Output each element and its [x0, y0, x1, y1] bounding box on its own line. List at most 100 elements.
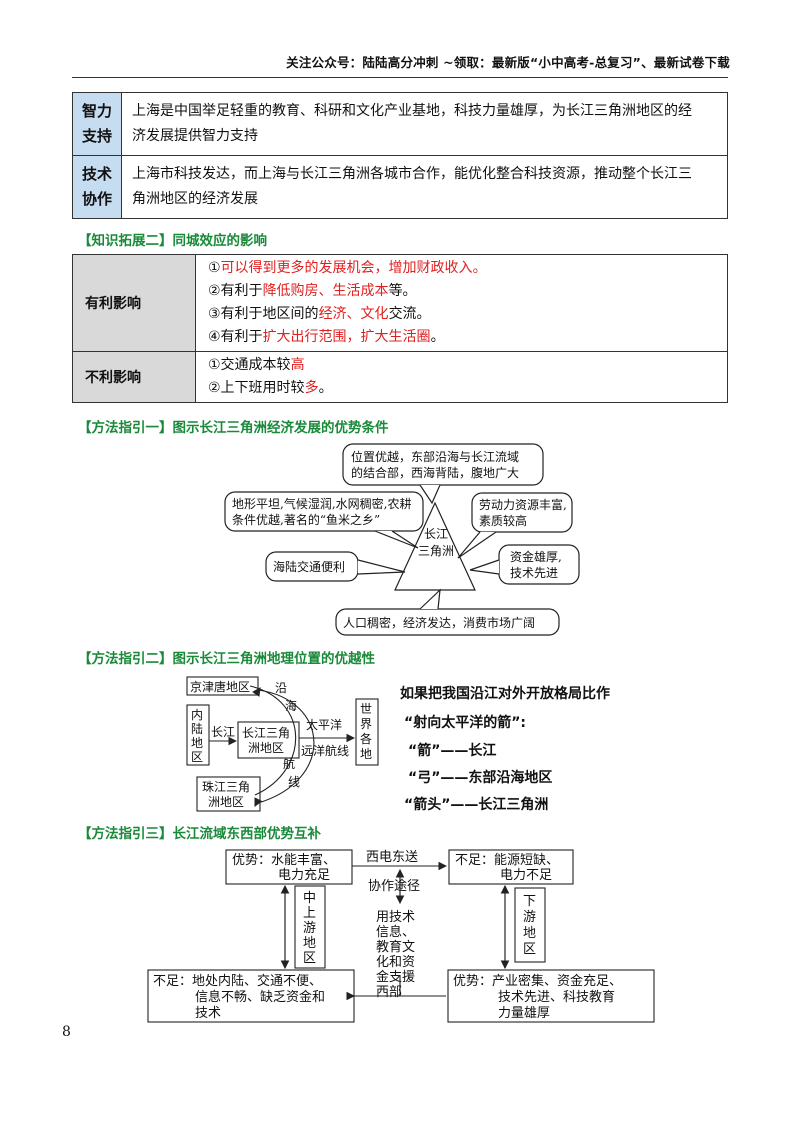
- route-label: 沿: [275, 681, 287, 695]
- row-content: 上海市科技发达，而上海与长江三角洲各城市合作，能优化整合科技资源，推动整个长江三…: [121, 155, 728, 219]
- triangle-label: 长江: [424, 527, 448, 541]
- region-box: [196, 776, 261, 812]
- region-box: [355, 698, 379, 766]
- region-label: 地: [523, 926, 536, 941]
- box-text: 技术: [195, 1006, 221, 1021]
- box-text: 电力充足: [278, 867, 330, 883]
- region-label: 中: [303, 891, 316, 906]
- key-line: 智力: [81, 102, 112, 120]
- box-text: 优势：产业密集、资金充足、: [453, 973, 622, 989]
- region-label: 区: [191, 750, 203, 764]
- callout-text: 技术先进: [510, 566, 558, 580]
- region-box: [186, 704, 210, 766]
- location-diagram: [186, 676, 379, 812]
- callout-text: 资金雄厚,: [510, 549, 562, 564]
- info-box: [225, 849, 353, 885]
- region-label: 京津唐地区: [190, 679, 250, 694]
- region-label: 长江三角: [242, 726, 290, 740]
- callout-box: [342, 443, 544, 486]
- row-content: ①可以得到更多的发展机会，增加财政收入。 ②有利于降低购房、生活成本等。 ③有利…: [195, 254, 728, 352]
- region-label: 游: [303, 921, 316, 936]
- region-label: 各: [360, 731, 372, 746]
- box-text: 技术先进、科技教育: [498, 989, 615, 1005]
- region-label: 洲地区: [248, 741, 284, 755]
- region-label: 下: [523, 894, 536, 909]
- info-box: [447, 969, 655, 1023]
- region-label: 地: [303, 936, 316, 951]
- region-label: 陆: [191, 721, 203, 736]
- region-label: 上: [303, 906, 316, 921]
- callout-text: 素质较高: [479, 513, 527, 528]
- row-key: 有利影响: [72, 254, 196, 352]
- box-text: 不足：能源短缺、: [455, 853, 559, 868]
- region-label: 珠江三角: [202, 780, 250, 794]
- note-line: “弓”——东部沿海地区: [408, 770, 553, 786]
- region-box: [237, 721, 300, 759]
- route-label: 太平洋: [306, 717, 342, 732]
- content-line: 上海是中国举足轻重的教育、科研和文化产业基地，科技力量雄厚，为长江三角洲地区的经: [132, 103, 692, 119]
- flow-label: 金支援: [376, 969, 415, 985]
- section-title: 【方法指引三】长江流域东西部优势互补: [78, 826, 321, 842]
- table-row: 不利影响 ①交通成本较高 ②上下班用时较多。: [72, 351, 728, 403]
- page-number: 8: [62, 1024, 71, 1040]
- callout-text: 海陆交通便利: [273, 559, 345, 574]
- list-item: ③有利于地区间的经济、文化交流。: [208, 306, 431, 322]
- route-label: 线: [288, 775, 300, 789]
- note-line: “箭”——长江: [408, 743, 497, 759]
- table-row: 有利影响 ①可以得到更多的发展机会，增加财政收入。 ②有利于降低购房、生活成本等…: [72, 254, 728, 352]
- flow-label: 用技术: [376, 910, 415, 925]
- label-box: [294, 885, 326, 969]
- triangle-label: 三角洲: [418, 544, 454, 558]
- list-item: ②上下班用时较多。: [208, 380, 333, 396]
- region-label: 区: [523, 942, 536, 957]
- header-divider: [72, 77, 728, 78]
- region-label: 世: [360, 702, 372, 716]
- region-label: 游: [523, 910, 536, 925]
- section-title: 【方法指引二】图示长江三角洲地理位置的优越性: [78, 651, 375, 667]
- section-title: 【方法指引一】图示长江三角洲经济发展的优势条件: [78, 420, 389, 436]
- region-label: 界: [360, 717, 372, 731]
- callout-box: [471, 492, 573, 533]
- callout-box: [224, 491, 424, 532]
- row-key: 不利影响: [72, 351, 196, 403]
- flow-label: 化和资: [376, 955, 415, 970]
- key-line: 协作: [81, 190, 112, 208]
- route-label: 长江: [211, 725, 235, 739]
- list-item: ①可以得到更多的发展机会，增加财政收入。: [208, 260, 487, 276]
- table-row: 技术 协作 上海市科技发达，而上海与长江三角洲各城市合作，能优化整合科技资源，推…: [72, 155, 728, 219]
- route-label: 航: [283, 756, 295, 771]
- box-text: 信息不畅、缺乏资金和: [195, 989, 325, 1005]
- region-box: [186, 676, 259, 696]
- callout-text: 位置优越，东部沿海与长江流域: [351, 449, 519, 464]
- note-line: “射向太平洋的箭”:: [404, 715, 527, 731]
- flow-label: 西部: [376, 985, 402, 1000]
- key-line: 支持: [81, 127, 112, 145]
- callout-box: [335, 608, 560, 636]
- route-label: 远洋航线: [301, 743, 349, 758]
- note-line: 如果把我国沿江对外开放格局比作: [400, 686, 610, 702]
- callout-text: 地形平坦,气候湿润,水网稠密,农耕: [232, 496, 411, 511]
- callout-text: 劳动力资源丰富,: [479, 497, 567, 512]
- page-header: 关注公众号：陆陆高分冲刺 ~领取：最新版“小中高考-总复习”、最新试卷下载: [286, 55, 730, 70]
- support-table: 智力 支持 上海是中国举足轻重的教育、科研和文化产业基地，科技力量雄厚，为长江三…: [72, 92, 728, 219]
- effect-table: 有利影响 ①可以得到更多的发展机会，增加财政收入。 ②有利于降低购房、生活成本等…: [72, 254, 728, 403]
- box-text: 力量雄厚: [498, 1006, 550, 1021]
- flow-label: 协作途径: [368, 878, 420, 894]
- box-text: 优势：水能丰富、: [232, 852, 336, 868]
- list-item: ②有利于降低购房、生活成本等。: [208, 283, 417, 299]
- list-item: ①交通成本较高: [208, 357, 305, 373]
- complement-diagram: [147, 849, 655, 1023]
- section-title: 【知识拓展二】同城效应的影响: [78, 233, 267, 249]
- flow-label: 信息、: [376, 924, 415, 940]
- flow-label: 教育文: [376, 939, 415, 955]
- row-content: ①交通成本较高 ②上下班用时较多。: [195, 351, 728, 403]
- region-label: 内: [191, 708, 203, 722]
- callout-text: 人口稠密，经济发达，消费市场广阔: [343, 615, 535, 630]
- box-text: 电力不足: [500, 868, 552, 883]
- region-label: 洲地区: [208, 795, 244, 809]
- callout-text: 条件优越,著名的“鱼米之乡”: [232, 512, 380, 527]
- note-line: “箭头”——长江三角洲: [404, 797, 549, 813]
- region-label: 区: [303, 951, 316, 966]
- content-line: 角洲地区的经济发展: [132, 191, 258, 207]
